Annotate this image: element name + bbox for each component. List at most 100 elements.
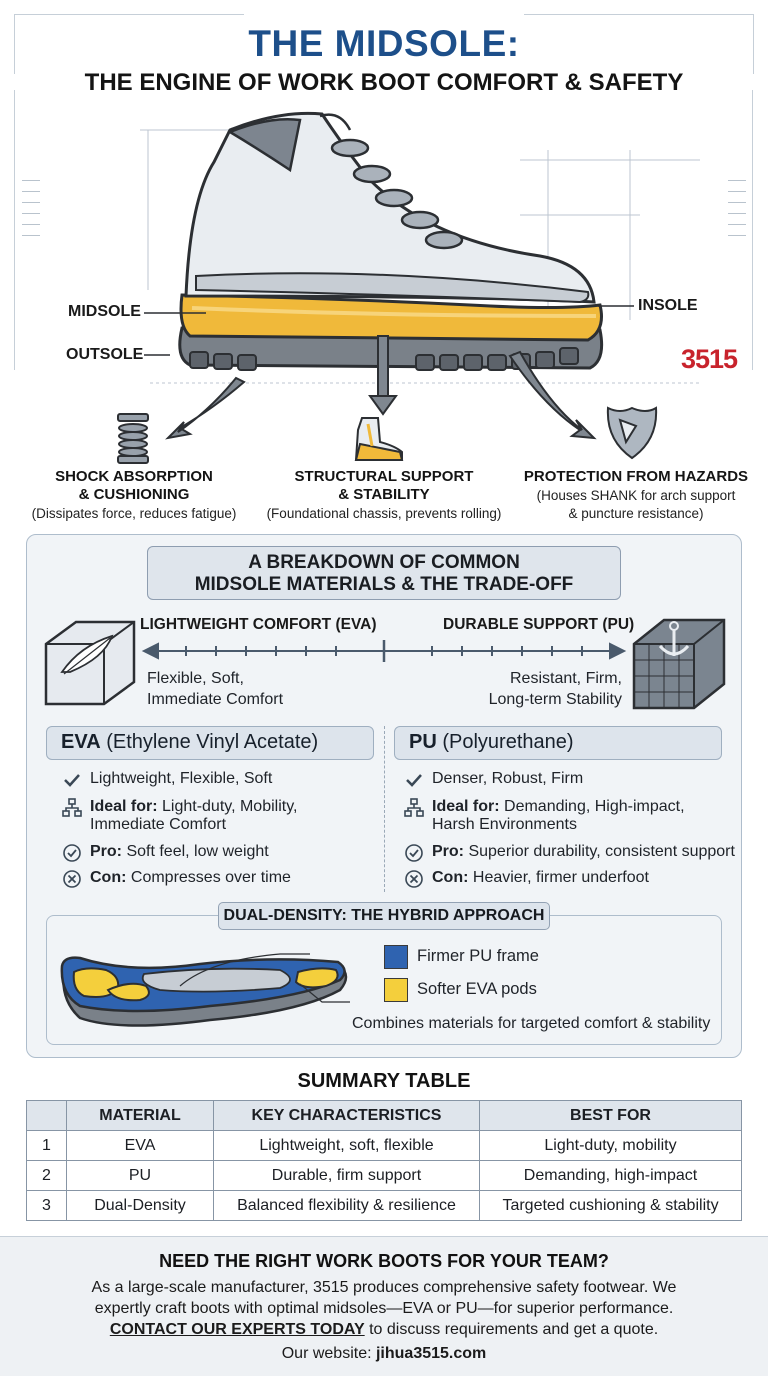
spring-icon [117,413,149,464]
insole-shape [195,272,590,304]
eva-full-name: (Ethylene Vinyl Acetate) [100,731,319,753]
table-cell: PU [66,1160,214,1191]
pu-pro-text: Superior durability, consistent support [464,843,735,860]
scale-right-desc-line1: Resistant, Firm, [509,670,622,687]
outsole-callout: OUTSOLE [66,346,144,363]
pu-pro-label: Pro: [432,843,464,860]
cta-heading: NEED THE RIGHT WORK BOOTS FOR YOUR TEAM? [159,1251,609,1271]
summary-title: SUMMARY TABLE [297,1070,471,1092]
benefit-structural-support: STRUCTURAL SUPPORT & STABILITY (Foundati… [254,468,514,522]
benefit-protection: PROTECTION FROM HAZARDS (Houses SHANK fo… [516,468,756,522]
table-cell: Lightweight, soft, flexible [213,1130,480,1161]
benefit-desc-cont: & puncture resistance) [568,506,704,521]
scale-right-desc-line2: Long-term Stability [488,691,622,708]
cta-line3-rest: to discuss requirements and get a quote. [364,1321,659,1338]
page-title: THE MIDSOLE: [248,23,520,64]
pu-abbr: PU [409,731,437,753]
hierarchy-icon [404,798,424,817]
table-cell: 1 [26,1130,67,1161]
table-row: 2 PU Durable, firm support Demanding, hi… [26,1160,742,1191]
header: THE MIDSOLE: THE ENGINE OF WORK BOOT COM… [0,22,768,98]
eva-con-label: Con: [90,869,127,886]
pu-ideal-text-cont: Harsh Environments [432,816,577,833]
table-cell: Durable, firm support [213,1160,480,1191]
cta-line1: As a large-scale manufacturer, 3515 prod… [91,1279,677,1296]
column-header-best-for: BEST FOR [479,1100,742,1131]
pu-traits-text: Denser, Robust, Firm [432,770,584,787]
benefit-title: SHOCK ABSORPTION [55,468,213,485]
check-icon [64,774,80,787]
scale-right-label: DURABLE SUPPORT (PU) [443,616,635,633]
eva-pro-text: Soft feel, low weight [122,843,269,860]
pu-ideal-label: Ideal for: [432,798,500,815]
shield-icon [606,406,658,460]
breakdown-title-line2: MIDSOLE MATERIALS & THE TRADE-OFF [194,574,574,595]
eva-ideal-text-cont: Immediate Comfort [90,816,227,833]
boot-cross-section-illustration [117,111,700,464]
page-subtitle: THE ENGINE OF WORK BOOT COMFORT & SAFETY [84,69,684,96]
scale-right-desc: Resistant, Firm, Long-term Stability [489,668,622,710]
midsole-callout: MIDSOLE [68,303,141,320]
hybrid-note: Combines materials for targeted comfort … [352,1015,711,1032]
column-header-characteristics: KEY CHARACTERISTICS [213,1100,480,1131]
check-icon [406,774,422,787]
table-row: 1 EVA Lightweight, soft, flexible Light-… [26,1130,742,1161]
legend-swatch-eva [384,978,408,1002]
pu-con-text: Heavier, firmer underfoot [468,869,649,886]
eva-header: EVA (Ethylene Vinyl Acetate) [46,726,374,760]
feather-cube-icon [44,620,136,706]
boot-chassis-icon [354,417,404,461]
eva-con-text: Compresses over time [126,869,291,886]
benefit-title-cont: & CUSHIONING [78,486,190,503]
table-cell: 2 [26,1160,67,1191]
table-row: 3 Dual-Density Balanced flexibility & re… [26,1190,742,1221]
x-circle-icon [63,870,81,888]
eva-pro-label: Pro: [90,843,122,860]
pu-full-name: (Polyurethane) [436,731,574,753]
x-circle-icon [405,870,423,888]
benefit-desc: (Foundational chassis, prevents rolling) [266,506,502,521]
eva-ideal-label: Ideal for: [90,798,158,815]
ruler-right [728,180,746,246]
hybrid-title: DUAL-DENSITY: THE HYBRID APPROACH [218,902,550,930]
cta-line3: CONTACT OUR EXPERTS TODAY to discuss req… [0,1319,768,1340]
contact-experts-link[interactable]: CONTACT OUR EXPERTS TODAY [109,1321,365,1338]
pu-ideal-text: Demanding, High-impact, [499,798,685,815]
table-cell: Light-duty, mobility [479,1130,742,1161]
website-line: Our website: jihua3515.com [0,1345,768,1363]
cta-line2: expertly craft boots with optimal midsol… [94,1300,674,1317]
benefit-desc: (Dissipates force, reduces fatigue) [31,506,237,521]
trade-off-scale [44,618,726,710]
column-header-index [26,1100,67,1131]
table-cell: 3 [26,1190,67,1221]
table-cell: Balanced flexibility & resilience [213,1190,480,1221]
scale-left-desc-line1: Flexible, Soft, [147,670,244,687]
scale-left-label: LIGHTWEIGHT COMFORT (EVA) [140,616,377,633]
brand-logo: 3515 [681,344,738,374]
ruler-left [22,180,40,246]
column-divider [384,726,385,892]
anchor-cube-icon [632,618,726,710]
legend-label-pu: Firmer PU frame [417,947,539,965]
benefit-title: STRUCTURAL SUPPORT [294,468,474,485]
scale-left-desc: Flexible, Soft, Immediate Comfort [147,668,283,710]
benefit-title-cont: & STABILITY [338,486,430,503]
dual-density-sole-illustration [60,953,350,1027]
legend-swatch-pu [384,945,408,969]
midsole-shape [179,293,603,342]
pu-con-label: Con: [432,869,469,886]
column-header-material: MATERIAL [66,1100,214,1131]
legend-label-eva: Softer EVA pods [417,980,537,998]
breakdown-title: A BREAKDOWN OF COMMON MIDSOLE MATERIALS … [147,546,621,600]
table-header-row: MATERIAL KEY CHARACTERISTICS BEST FOR [26,1100,742,1131]
frame-top-left [14,14,244,74]
scale-left-desc-line2: Immediate Comfort [147,691,284,708]
benefit-title: PROTECTION FROM HAZARDS [523,468,749,485]
benefit-shock-absorption: SHOCK ABSORPTION & CUSHIONING (Dissipate… [14,468,254,522]
website-link[interactable]: jihua3515.com [375,1345,487,1362]
frame-side-right [752,90,753,370]
eva-traits-text: Lightweight, Flexible, Soft [90,770,273,787]
breakdown-title-line1: A BREAKDOWN OF COMMON [248,552,520,573]
call-to-action: NEED THE RIGHT WORK BOOTS FOR YOUR TEAM?… [0,1236,768,1376]
check-circle-icon [63,844,81,862]
